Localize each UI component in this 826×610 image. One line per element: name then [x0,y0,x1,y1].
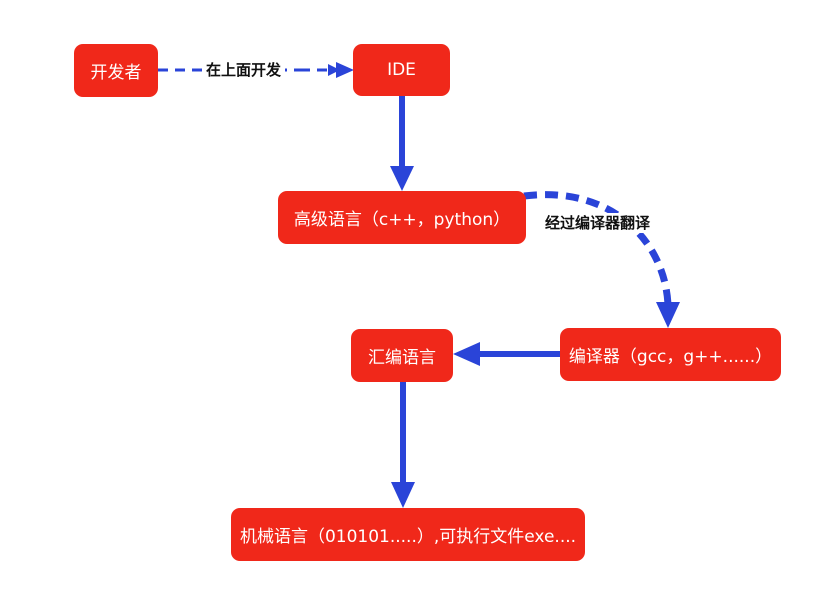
node-assembly-language-label: 汇编语言 [368,348,436,368]
node-machine-language: 机械语言（010101.....）,可执行文件exe.... [231,508,585,561]
arrowhead-ide [336,62,354,78]
edge-ide-to-high-level [390,96,414,191]
node-ide: IDE [353,44,450,96]
edge-compiler-to-assembly [453,342,560,366]
node-machine-language-label: 机械语言（010101.....）,可执行文件exe.... [239,527,577,547]
edge-assembly-to-machine [391,382,415,508]
node-assembly-language: 汇编语言 [351,329,453,382]
node-compiler-label: 编译器（gcc，g++......） [568,347,773,367]
node-ide-label: IDE [387,60,416,80]
node-compiler: 编译器（gcc，g++......） [560,328,781,381]
edge-label-compile-translate: 经过编译器翻译 [545,213,651,233]
node-developer-label: 开发者 [90,63,142,83]
node-developer: 开发者 [74,44,158,97]
node-high-level-language: 高级语言（c++，python） [278,191,526,244]
edge-label-develop-on: 在上面开发 [202,60,286,80]
node-high-level-language-label: 高级语言（c++，python） [293,210,511,230]
